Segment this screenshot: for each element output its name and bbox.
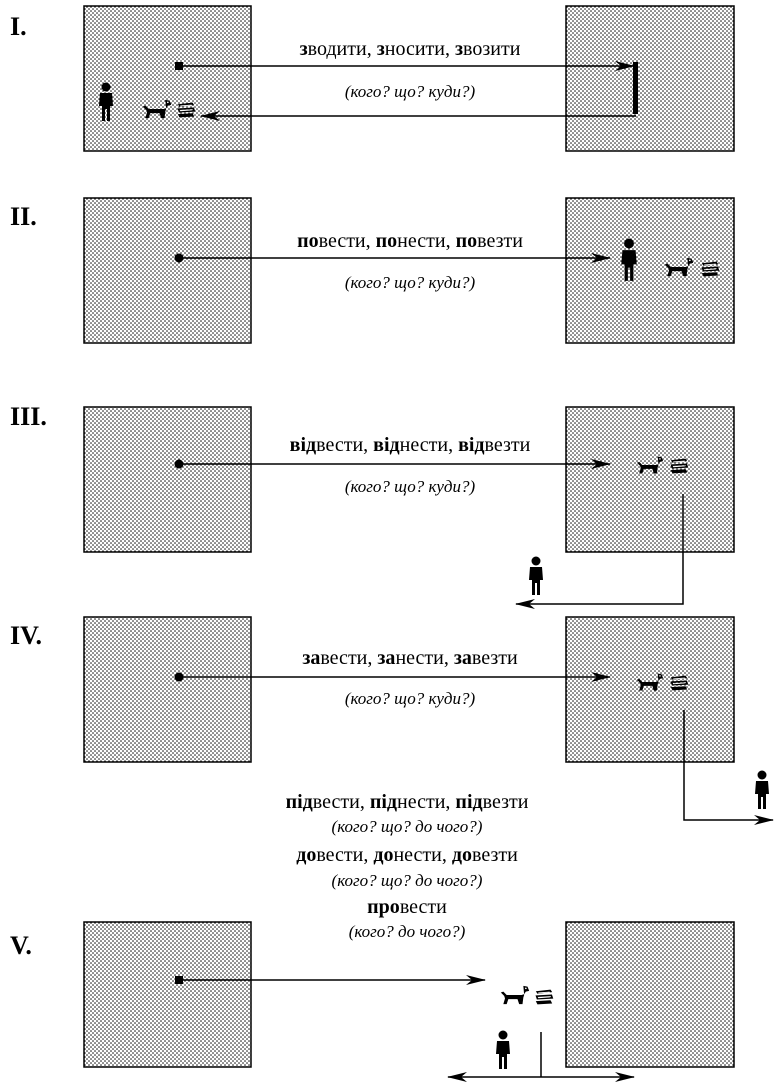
target-box [565, 406, 735, 553]
exit-arrow [515, 494, 684, 609]
section-1 [83, 5, 735, 152]
section-4 [83, 616, 774, 825]
question-label: (кого? що? до чого?) [331, 817, 483, 836]
section-numeral: IV. [10, 621, 43, 650]
section-numeral: II. [10, 202, 37, 231]
question-label: (кого? до чого?) [348, 922, 466, 941]
source-box [83, 5, 252, 152]
dog-icon [500, 985, 530, 1005]
verb-list: довести, донести, довезти [296, 844, 518, 866]
verb-list: зводити, зносити, звозити [299, 38, 521, 60]
source-box [83, 197, 252, 344]
verb-list: провести [367, 896, 447, 918]
section-5 [83, 921, 735, 1082]
section-numeral: III. [10, 402, 47, 431]
question-label: (кого? що? куди?) [344, 273, 476, 292]
question-label: (кого? що? куди?) [344, 477, 476, 496]
target-box [565, 5, 735, 152]
target-box [565, 616, 735, 763]
books-icon [534, 988, 554, 1006]
verb-list: підвести, піднести, підвезти [285, 791, 529, 813]
verb-list: відвести, віднести, відвезти [289, 434, 531, 456]
section-3 [83, 406, 735, 609]
exit-arrow [683, 710, 774, 825]
person-icon [496, 1030, 510, 1069]
question-label: (кого? що? до чого?) [331, 871, 483, 890]
person-icon [755, 770, 769, 809]
question-label: (кого? що? куди?) [344, 82, 476, 101]
section-2 [83, 197, 735, 344]
section-numeral: V. [10, 931, 32, 960]
source-box [83, 406, 252, 553]
section-numeral: I. [10, 12, 27, 41]
question-label: (кого? що? куди?) [344, 689, 476, 708]
verb-list: повести, понести, повезти [297, 230, 523, 252]
person-icon [529, 556, 543, 595]
source-box [83, 616, 252, 763]
target-box [565, 921, 735, 1068]
door-bar [633, 62, 638, 114]
source-box [83, 921, 252, 1068]
verb-list: завести, занести, завезти [302, 647, 518, 669]
